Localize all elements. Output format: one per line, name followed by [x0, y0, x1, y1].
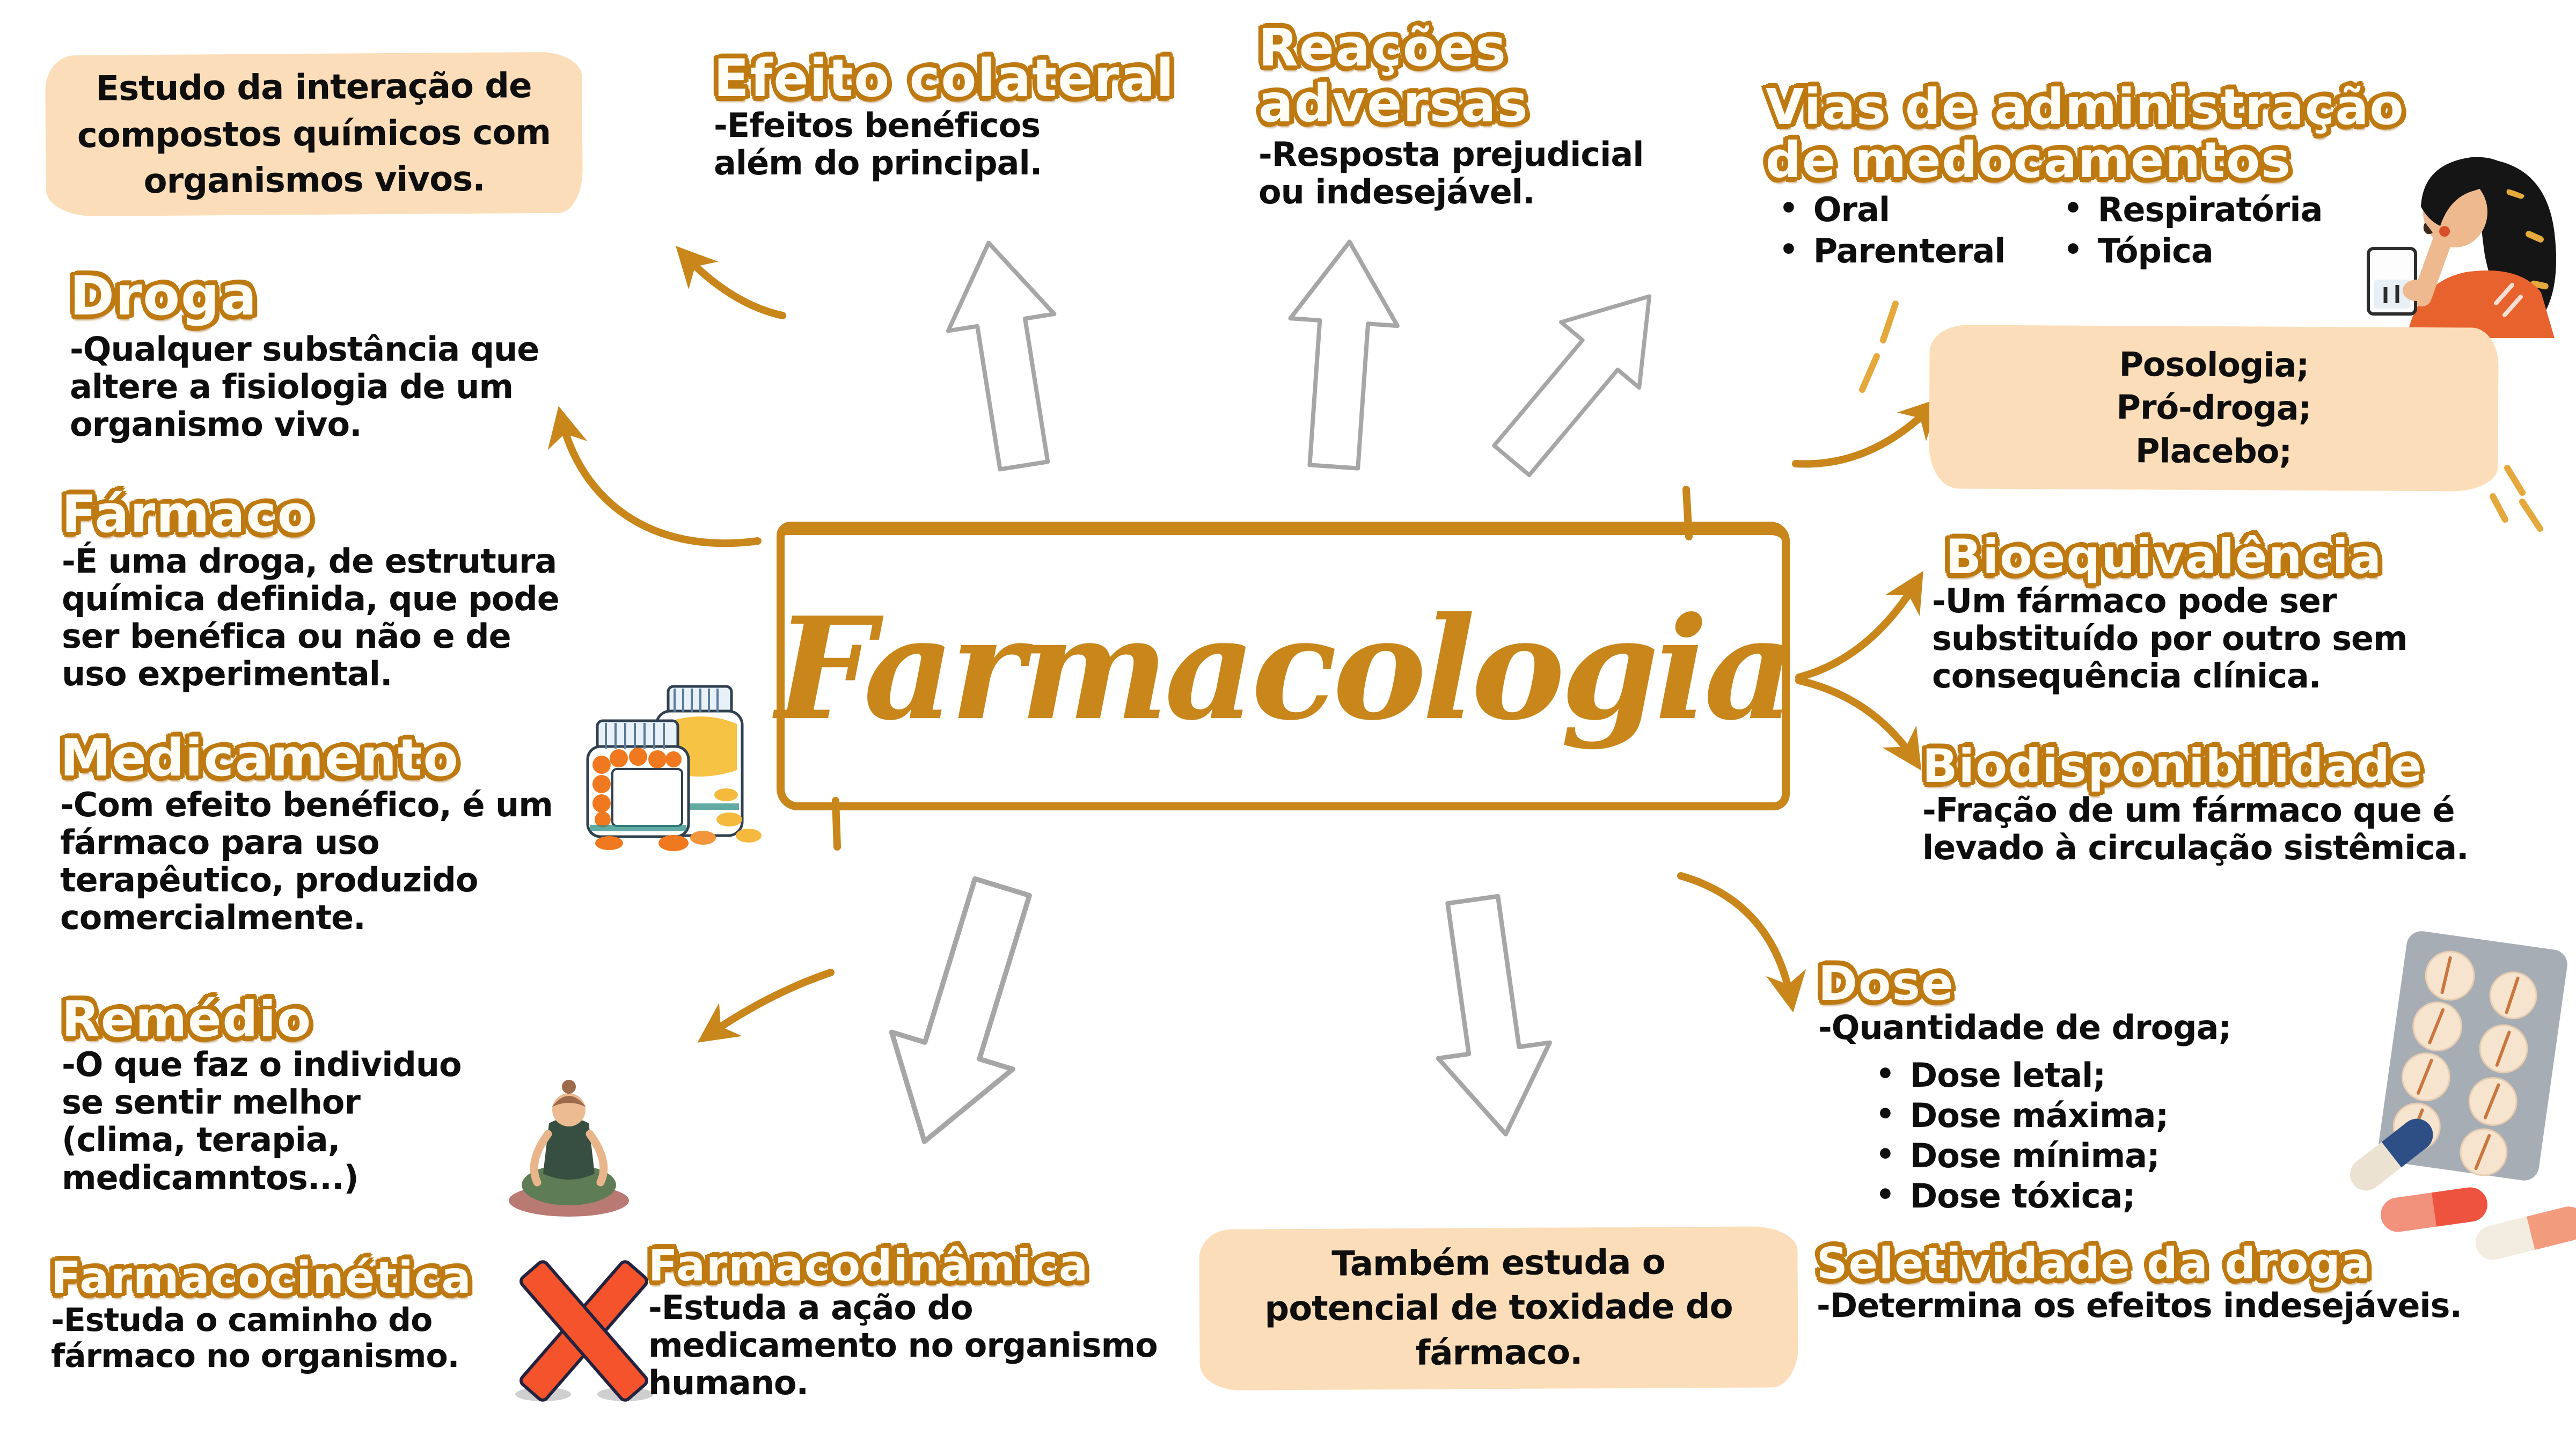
- section-body: -O que faz o individuo se sentir melhor …: [62, 1045, 462, 1197]
- sparkle-dashes-icon: [1859, 301, 2543, 532]
- list-item: • Dose mínima;: [1876, 1136, 2160, 1175]
- curved-arrow-icon: [547, 406, 762, 547]
- section-body: -Qualquer substância que altere a fisiol…: [70, 330, 539, 444]
- section-farmaco: Fármaco -É uma droga, de estrutura quími…: [62, 487, 577, 693]
- section-farmacocinetica: Farmacocinética -Estuda o caminho do fár…: [51, 1253, 496, 1375]
- list-item: • Respiratória: [2063, 190, 2323, 229]
- section-title: Droga: [70, 265, 258, 327]
- section-body: -Fração de um fármaco que é levado à cir…: [1922, 790, 2469, 867]
- section-title: Reações adversas: [1258, 18, 1529, 134]
- section-title: Farmacodinâmica: [648, 1241, 1089, 1291]
- bullet-icon: •: [1779, 232, 1798, 267]
- curved-arrow-icon: [1792, 398, 1941, 468]
- section-seletividade: Seletividade da droga -Determina os efei…: [1817, 1239, 2576, 1326]
- water-glass-icon: [2367, 247, 2431, 316]
- section-body: -Resposta prejudicial ou indesejável.: [1258, 135, 1644, 212]
- curved-arrow-icon: [676, 246, 786, 319]
- sketch-arrow-up-icon: [1288, 239, 1400, 471]
- section-title: Remédio: [62, 991, 312, 1048]
- section-reacoes-adversas: Reações adversas -Resposta prejudicial o…: [1258, 20, 1688, 211]
- toxicity-note-box: Também estuda o potencial de toxidade do…: [1199, 1226, 1798, 1391]
- section-body: -Estuda a ação do medicamento no organis…: [648, 1288, 1158, 1403]
- section-title: Fármaco: [62, 485, 313, 544]
- bullet-icon: •: [1779, 191, 1798, 226]
- section-body: -Estuda o caminho do fármaco no organism…: [51, 1301, 459, 1375]
- definition-note-box: Estudo da interação de compostos químico…: [45, 52, 583, 217]
- note-text: Posologia; Pró-droga; Placebo;: [2116, 344, 2311, 471]
- section-title: Seletividade da droga: [1817, 1239, 2372, 1289]
- center-topic-box: Farmacologia: [775, 522, 1795, 810]
- sketch-arrow-down-icon: [1436, 894, 1552, 1137]
- note-text: Estudo da interação de compostos químico…: [77, 66, 551, 202]
- scattered-pills: [595, 788, 762, 851]
- bullet-icon: •: [1876, 1177, 1895, 1212]
- list-item: • Parenteral: [1779, 231, 2006, 270]
- pill-blister-pack-illustration-icon: [2350, 931, 2576, 1260]
- section-body: -Um fármaco pode ser substituído por out…: [1932, 581, 2408, 696]
- curved-arrow-icon: [1795, 677, 1922, 771]
- sketch-arrow-down-icon: [889, 876, 1032, 1144]
- curved-arrow-icon: [1677, 872, 1806, 1013]
- curved-arrows: [547, 246, 1941, 1043]
- list-item: • Dose máxima;: [1876, 1096, 2169, 1135]
- curved-arrow-icon: [1795, 570, 1923, 681]
- bullet-icon: •: [2063, 191, 2083, 226]
- section-title: Vias de administração de medocamentos: [1766, 78, 2405, 189]
- section-farmacodinamica: Farmacodinâmica -Estuda a ação do medica…: [648, 1241, 1174, 1403]
- section-remedio: Remédio -O que faz o individuo se sentir…: [62, 993, 480, 1197]
- section-title: Efeito colateral: [714, 48, 1175, 108]
- bullet-icon: •: [1876, 1097, 1895, 1132]
- section-droga: Droga -Qualquer substância que altere a …: [70, 267, 553, 443]
- bullet-icon: •: [1876, 1057, 1895, 1092]
- section-title: Biodisponibilidade: [1922, 740, 2424, 793]
- section-body: -Quantidade de droga;: [1818, 1008, 2231, 1048]
- section-body: -Determina os efeitos indesejáveis.: [1817, 1286, 2462, 1326]
- red-x-icon: [515, 1260, 653, 1402]
- curved-arrow-icon: [697, 969, 835, 1043]
- section-medicamento: Medicamento -Com efeito benéfico, é um f…: [60, 731, 575, 936]
- section-body: -É uma droga, de estrutura química defin…: [62, 541, 560, 693]
- section-title: Dose: [1818, 956, 1955, 1011]
- sketch-arrows: [889, 239, 1652, 1144]
- list-item: • Oral: [1779, 190, 1890, 229]
- sketch-arrow-up-icon: [946, 240, 1057, 472]
- section-title: Farmacocinética: [51, 1253, 472, 1304]
- section-biodisponibilidade: Biodisponibilidade -Fração de um fármaco…: [1922, 742, 2513, 867]
- section-vias-administracao: Vias de administração de medocamentos: [1766, 80, 2485, 187]
- bullet-icon: •: [2063, 232, 2083, 267]
- page-title: Farmacologia: [775, 586, 1795, 751]
- person-taking-pill-illustration-icon: [2367, 157, 2556, 338]
- bullet-icon: •: [1876, 1137, 1895, 1172]
- section-title: Bioequivalência: [1945, 529, 2383, 584]
- pill-bottles-illustration-icon: [586, 685, 762, 851]
- section-efeito-colateral: Efeito colateral -Efeitos benéficos além…: [714, 48, 1175, 182]
- posologia-note-box: Posologia; Pró-droga; Placebo;: [1929, 325, 2499, 492]
- sketch-arrow-diagonal-icon: [1492, 294, 1652, 478]
- section-dose: Dose -Quantidade de droga;: [1818, 958, 2382, 1046]
- list-item: • Dose letal;: [1876, 1056, 2106, 1095]
- list-item: • Dose tóxica;: [1876, 1176, 2135, 1216]
- list-item: • Tópica: [2063, 231, 2214, 270]
- section-title: Medicamento: [60, 729, 459, 788]
- meditating-person-illustration-icon: [509, 1080, 629, 1217]
- section-body: -Efeitos benéficos além do principal.: [714, 105, 1042, 182]
- section-body: -Com efeito benéfico, é um fármaco para …: [60, 785, 553, 937]
- note-text: Também estuda o potencial de toxidade do…: [1264, 1242, 1733, 1373]
- section-bioequivalencia: Bioequivalência -Um fármaco pode ser sub…: [1932, 531, 2512, 695]
